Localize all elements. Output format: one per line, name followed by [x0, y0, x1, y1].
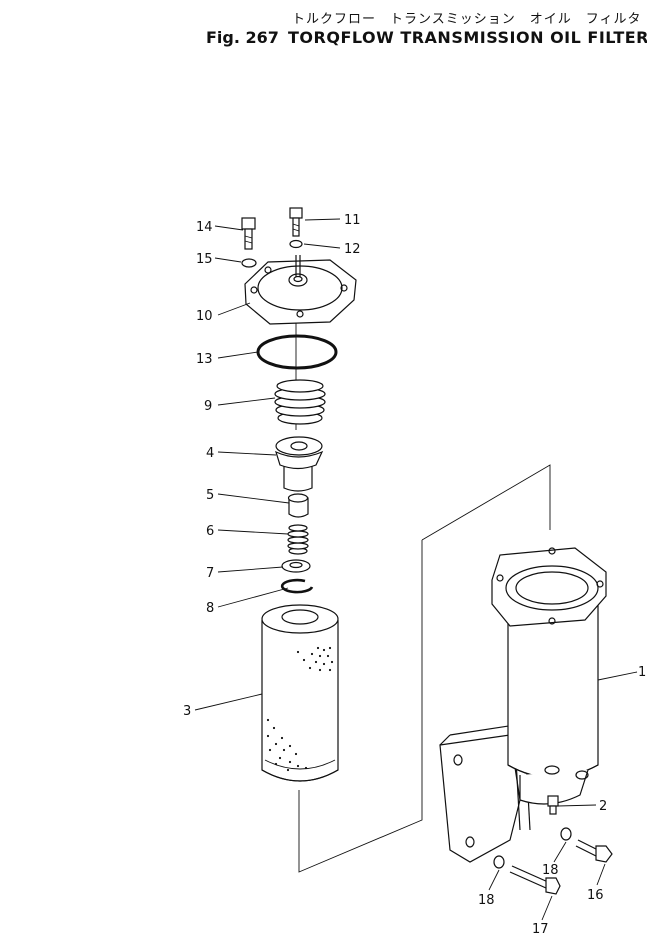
callout-13: 13	[196, 352, 213, 367]
leader-lines	[194, 218, 638, 921]
callout-17: 17	[532, 922, 549, 935]
callout-4: 4	[206, 446, 214, 461]
part-17-bolt	[509, 865, 561, 895]
callout-16: 16	[587, 888, 604, 903]
callout-15: 15	[196, 252, 213, 267]
part-14-bolt	[241, 217, 256, 250]
callout-8: 8	[206, 601, 214, 616]
part-5-valve	[287, 493, 309, 518]
callout-7: 7	[206, 566, 214, 581]
callout-9: 9	[204, 399, 212, 414]
callout-3: 3	[183, 704, 191, 719]
part-18-washer-lower	[493, 855, 505, 869]
title-english: TORQFLOW TRANSMISSION OIL FILTER	[288, 28, 647, 47]
part-3-filter-element	[261, 604, 339, 782]
callout-12: 12	[344, 242, 361, 257]
part-11-bolt	[289, 207, 303, 237]
assembly-line-bracket	[421, 464, 551, 541]
callout-2: 2	[599, 799, 607, 814]
part-16-bolt	[575, 839, 613, 863]
callout-10: 10	[196, 309, 213, 324]
figure-number: Fig. 267	[206, 28, 279, 47]
part-6-small-spring	[287, 524, 309, 555]
part-12-washer	[289, 239, 303, 249]
part-8-snap-ring	[280, 578, 314, 594]
callout-1: 1	[638, 665, 646, 680]
part-15-lock-washer	[241, 258, 257, 268]
part-2-plug	[547, 795, 559, 815]
callout-6: 6	[206, 524, 214, 539]
part-10-cover	[244, 255, 357, 325]
part-13-o-ring	[256, 334, 338, 370]
callout-18-lower: 18	[478, 893, 495, 908]
title-japanese: トルクフロー トランスミッション オイル フィルタ	[292, 12, 642, 27]
part-9-spring	[274, 379, 326, 425]
callout-labels: 11 12 14 15 10 13 9 4 5 6 7 8 3 1 2 18 1…	[183, 213, 646, 935]
part-1-filter-case	[439, 547, 607, 863]
part-18-washer-upper	[560, 827, 572, 841]
callout-11: 11	[344, 213, 361, 228]
part-4-valve-seat	[275, 436, 324, 492]
assembly-line-bottom	[298, 540, 423, 873]
callout-14: 14	[196, 220, 213, 235]
callout-18-upper: 18	[542, 863, 559, 878]
callout-5: 5	[206, 488, 214, 503]
part-7-washer	[281, 559, 311, 573]
